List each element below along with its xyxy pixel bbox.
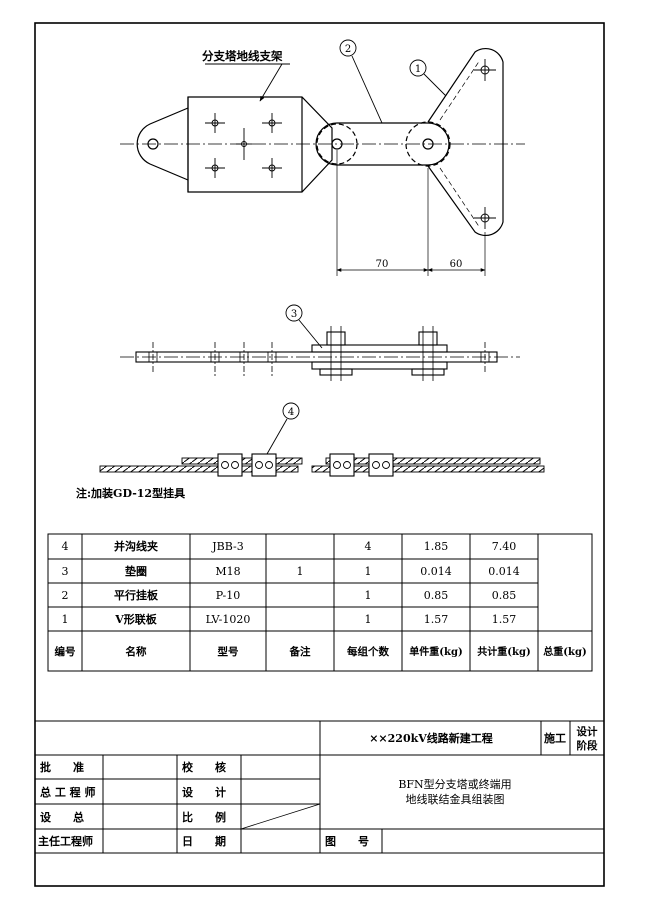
svg-text:单件重(kg): 单件重(kg)	[409, 645, 462, 658]
left-lug-hole	[147, 138, 159, 150]
svg-text:4: 4	[62, 540, 69, 553]
svg-text:垫圈: 垫圈	[125, 564, 147, 578]
parallel-groove-clamp	[368, 453, 394, 477]
svg-text:并沟线夹: 并沟线夹	[114, 539, 158, 553]
side-link-top	[311, 344, 448, 353]
svg-text:1.57: 1.57	[424, 613, 449, 626]
callout-2-circle	[339, 39, 357, 57]
svg-text:1.85: 1.85	[424, 540, 449, 553]
callout-3-circle	[285, 304, 303, 322]
sheet-border	[34, 22, 605, 887]
branch-wire-right	[325, 457, 541, 465]
approve-label: 批 准	[40, 760, 84, 774]
parent-leader	[259, 63, 283, 102]
project-name: ××220kV线路新建工程	[369, 731, 493, 745]
callout-2-label: 2	[345, 44, 351, 55]
drawing-number-label: 图 号	[325, 835, 369, 848]
svg-text:1: 1	[365, 589, 372, 602]
ground-wire-left	[99, 465, 299, 473]
stage-header-1: 设计	[577, 725, 598, 738]
svg-text:LV-1020: LV-1020	[206, 613, 251, 626]
table-header-row: 编号 名称 型号 备注 每组个数 单件重(kg) 共计重(kg) 总重(kg)	[55, 645, 587, 658]
date-label: 日 期	[182, 834, 226, 848]
svg-text:JBB-3: JBB-3	[211, 540, 244, 553]
bolt-holes	[205, 113, 282, 178]
v-link-plate	[427, 47, 504, 237]
svg-text:名称: 名称	[126, 645, 147, 658]
director-engineer-label: 主任工程师	[38, 834, 93, 848]
svg-text:1: 1	[365, 613, 372, 626]
table-row: 1 V形联板 LV-1020 1 1.57 1.57	[62, 612, 517, 626]
table-row: 3 垫圈 M18 1 1 0.014 0.014	[62, 564, 520, 578]
svg-text:1: 1	[297, 565, 304, 578]
svg-text:V形联板: V形联板	[114, 612, 158, 626]
scale-label: 比 例	[182, 810, 226, 824]
left-lug	[136, 107, 189, 181]
svg-text:0.85: 0.85	[492, 589, 517, 602]
parent-label: 分支塔地线支架	[202, 49, 283, 63]
side-link-bottom	[311, 361, 448, 370]
svg-text:1: 1	[365, 565, 372, 578]
title-block-text: ××220kV线路新建工程 施工 设计 阶段 批 准 总 工 程 师 设 总 主…	[38, 725, 598, 848]
chief-engineer-label: 总 工 程 师	[40, 785, 96, 799]
title-block	[35, 720, 604, 854]
svg-text:平行挂板: 平行挂板	[114, 588, 159, 602]
callout-1-circle	[409, 59, 427, 77]
callout-4-label: 4	[288, 407, 294, 418]
drawing-title-line-2: 地线联结金具组装图	[406, 792, 505, 806]
pin-circle-right	[405, 121, 451, 167]
dimension-70-label: 70	[376, 259, 389, 270]
callout-3-label: 3	[291, 309, 297, 320]
svg-text:1.57: 1.57	[492, 613, 517, 626]
design-chief-label: 设 总	[40, 810, 84, 824]
table-row: 2 平行挂板 P-10 1 0.85 0.85	[62, 588, 517, 602]
svg-text:型号: 型号	[218, 645, 239, 658]
side-view	[120, 304, 520, 381]
top-view	[120, 39, 525, 276]
dimension-60-label: 60	[450, 259, 463, 270]
svg-text:备注: 备注	[289, 645, 311, 658]
pin-circle-left	[316, 123, 358, 165]
support-plate	[187, 96, 333, 193]
svg-text:总重(kg): 总重(kg)	[543, 645, 586, 658]
check-label: 校 核	[182, 760, 226, 774]
parts-table-rows: 4 并沟线夹 JBB-3 4 1.85 7.40 3 垫圈 M18 1 1 0.…	[55, 539, 587, 658]
clamp-view	[99, 402, 545, 477]
callout-1-label: 1	[415, 64, 421, 75]
stage-header-2: 阶段	[577, 739, 598, 752]
svg-text:7.40: 7.40	[492, 540, 517, 553]
note: 注:加装GD-12型挂具	[76, 486, 185, 500]
svg-text:4: 4	[365, 540, 372, 553]
parallel-plate	[315, 122, 450, 166]
svg-text:0.85: 0.85	[424, 589, 449, 602]
callout-4-circle	[282, 402, 300, 420]
svg-text:0.014: 0.014	[488, 565, 520, 578]
svg-text:共计重(kg): 共计重(kg)	[477, 645, 530, 658]
drawing-title-line-1: BFN型分支塔或终端用	[398, 777, 511, 791]
svg-text:编号: 编号	[55, 645, 76, 658]
stage-value: 施工	[544, 731, 566, 745]
parts-table	[47, 533, 593, 672]
design-label: 设 计	[182, 785, 226, 799]
svg-text:M18: M18	[215, 565, 240, 578]
parallel-groove-clamp	[329, 453, 355, 477]
parallel-groove-clamp	[217, 453, 243, 477]
svg-text:P-10: P-10	[216, 589, 241, 602]
svg-text:0.014: 0.014	[420, 565, 452, 578]
svg-text:1: 1	[62, 613, 69, 626]
svg-text:2: 2	[62, 589, 69, 602]
parallel-groove-clamp	[251, 453, 277, 477]
svg-text:每组个数: 每组个数	[347, 645, 389, 658]
ground-wire-right	[311, 465, 545, 473]
table-row: 4 并沟线夹 JBB-3 4 1.85 7.40	[62, 539, 517, 553]
svg-text:3: 3	[62, 565, 69, 578]
